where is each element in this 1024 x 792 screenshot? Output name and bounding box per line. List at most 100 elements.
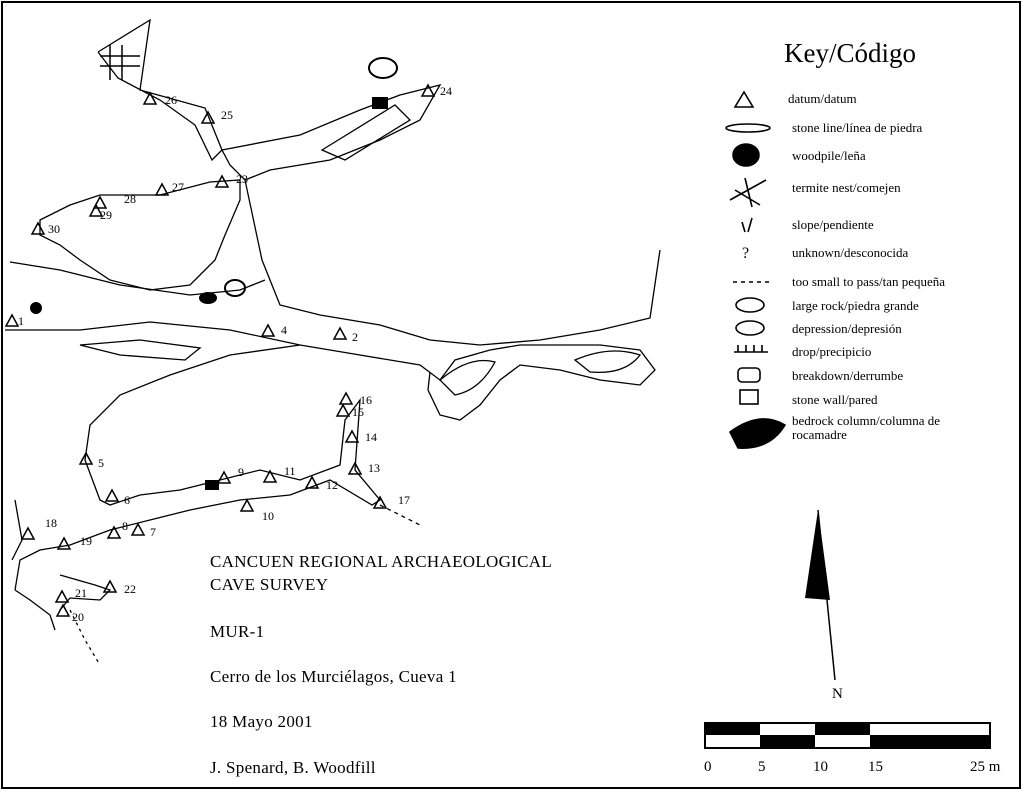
datum-label-11: 11	[284, 464, 296, 478]
map-features	[30, 45, 398, 490]
woodpile-icon	[732, 143, 760, 167]
breakdown-icon	[737, 367, 761, 383]
upper-corridor-wall	[221, 83, 442, 181]
datum-label-21: 21	[75, 586, 87, 600]
breakdown-top	[372, 97, 388, 109]
datum-marker-26	[142, 91, 158, 105]
scale-label-0: 0	[704, 759, 712, 775]
large-rock-a	[224, 279, 246, 297]
datum-label-7: 7	[150, 525, 156, 539]
termite-nest-26	[100, 45, 140, 80]
datum-label-1: 1	[18, 314, 24, 328]
scale-seg-3	[815, 723, 870, 735]
termite-nest-top	[368, 57, 398, 79]
survey-title-line2: CAVE SURVEY	[210, 575, 329, 594]
datum-marker-18	[20, 526, 36, 540]
depression-right	[573, 350, 642, 374]
datum-label-4: 4	[281, 323, 287, 337]
datum-label-29: 29	[100, 208, 112, 222]
depression-icon	[735, 320, 765, 336]
cave-walls	[5, 18, 661, 666]
key-icons: ?	[725, 90, 787, 449]
datum-marker-21	[54, 589, 70, 603]
datum-marker-23	[214, 174, 230, 188]
datum-label-8: 8	[122, 519, 128, 533]
datum-marker-6	[104, 488, 120, 502]
datum-label-10: 10	[262, 509, 274, 523]
drop-icon	[734, 345, 768, 353]
termite-nest-icon	[729, 177, 767, 208]
key-label-bedrock-column: bedrock column/columna de rocamadre	[792, 413, 941, 442]
scale-label-3: 15	[868, 759, 883, 775]
survey-title-line1: CANCUEN REGIONAL ARCHAEOLOGICAL	[210, 552, 553, 571]
datum-marker-22	[102, 579, 118, 593]
datum-marker-2	[332, 326, 348, 340]
datum-label-17: 17	[398, 493, 410, 507]
survey-authors: J. Spenard, B. Woodfill	[210, 758, 376, 777]
main-wall-upper	[9, 261, 266, 296]
key-label-termite-nest: termite nest/comejen	[792, 180, 901, 195]
datum-label-13: 13	[368, 461, 380, 475]
datum-marker-17	[372, 495, 388, 509]
bedrock-column-right	[439, 359, 496, 396]
datum-marker-20	[55, 603, 71, 617]
large-rock-icon	[735, 297, 765, 313]
pillar-left	[79, 339, 202, 361]
datum-label-20: 20	[72, 610, 84, 624]
datum-marker-29	[88, 203, 104, 217]
survey-date: 18 Mayo 2001	[210, 712, 313, 731]
right-passage-wall	[299, 344, 656, 421]
triangle-icon	[733, 90, 755, 108]
datum-label-28: 28	[124, 192, 136, 206]
unknown-icon: ?	[742, 245, 749, 262]
datum-label-9: 9	[238, 465, 244, 479]
datum-label-18: 18	[45, 516, 57, 530]
datum-marker-7	[130, 522, 146, 536]
bedrock-column-icon	[728, 418, 787, 449]
site-name: Cerro de los Murciélagos, Cueva 1	[210, 667, 457, 686]
scale-label-1: 5	[758, 759, 766, 775]
upper-branch-wall	[97, 18, 223, 162]
woodpile-b	[30, 302, 42, 314]
scale-seg-4	[870, 735, 990, 748]
key-label-depression: depression/depresión	[792, 321, 902, 336]
datum-label-14: 14	[365, 430, 377, 444]
datum-label-22: 22	[124, 582, 136, 596]
datum-marker-28	[92, 195, 108, 209]
datum-marker-27	[154, 182, 170, 196]
datum-label-27: 27	[172, 180, 184, 194]
datum-markers	[4, 83, 436, 617]
datum-marker-5	[78, 451, 94, 465]
datum-label-24: 24	[440, 84, 452, 98]
bedrock-column-upper	[320, 104, 412, 161]
north-arrow	[805, 509, 836, 681]
datum-marker-13	[347, 461, 363, 475]
slope-icon	[741, 217, 753, 233]
datum-marker-15	[335, 403, 351, 417]
lower-branch-wall-a	[14, 589, 56, 631]
breakdown-9	[205, 480, 219, 490]
north-label: N	[832, 686, 843, 702]
datum-marker-14	[344, 429, 360, 443]
key-label-breakdown: breakdown/derrumbe	[792, 368, 904, 383]
key-label-drop: drop/precipicio	[792, 344, 872, 359]
key-label-large-rock: large rock/piedra grande	[792, 298, 919, 313]
datum-marker-12	[304, 475, 320, 489]
datum-label-5: 5	[98, 456, 104, 470]
key-label-triangle: datum/datum	[788, 91, 857, 106]
stone-line-icon	[725, 123, 771, 133]
lower-branch-wall-b	[59, 574, 112, 611]
datum-marker-11	[262, 469, 278, 483]
datum-label-16: 16	[360, 393, 372, 407]
datum-marker-10	[239, 498, 255, 512]
site-code: MUR-1	[210, 622, 265, 641]
datum-label-2: 2	[352, 330, 358, 344]
datum-marker-9	[216, 470, 232, 484]
datum-label-15: 15	[352, 405, 364, 419]
drop-edge-left	[11, 499, 23, 561]
datum-label-30: 30	[48, 222, 60, 236]
datum-label-19: 19	[80, 534, 92, 548]
key-title: Key/Código	[784, 38, 916, 68]
left-chamber-wall	[39, 179, 241, 291]
